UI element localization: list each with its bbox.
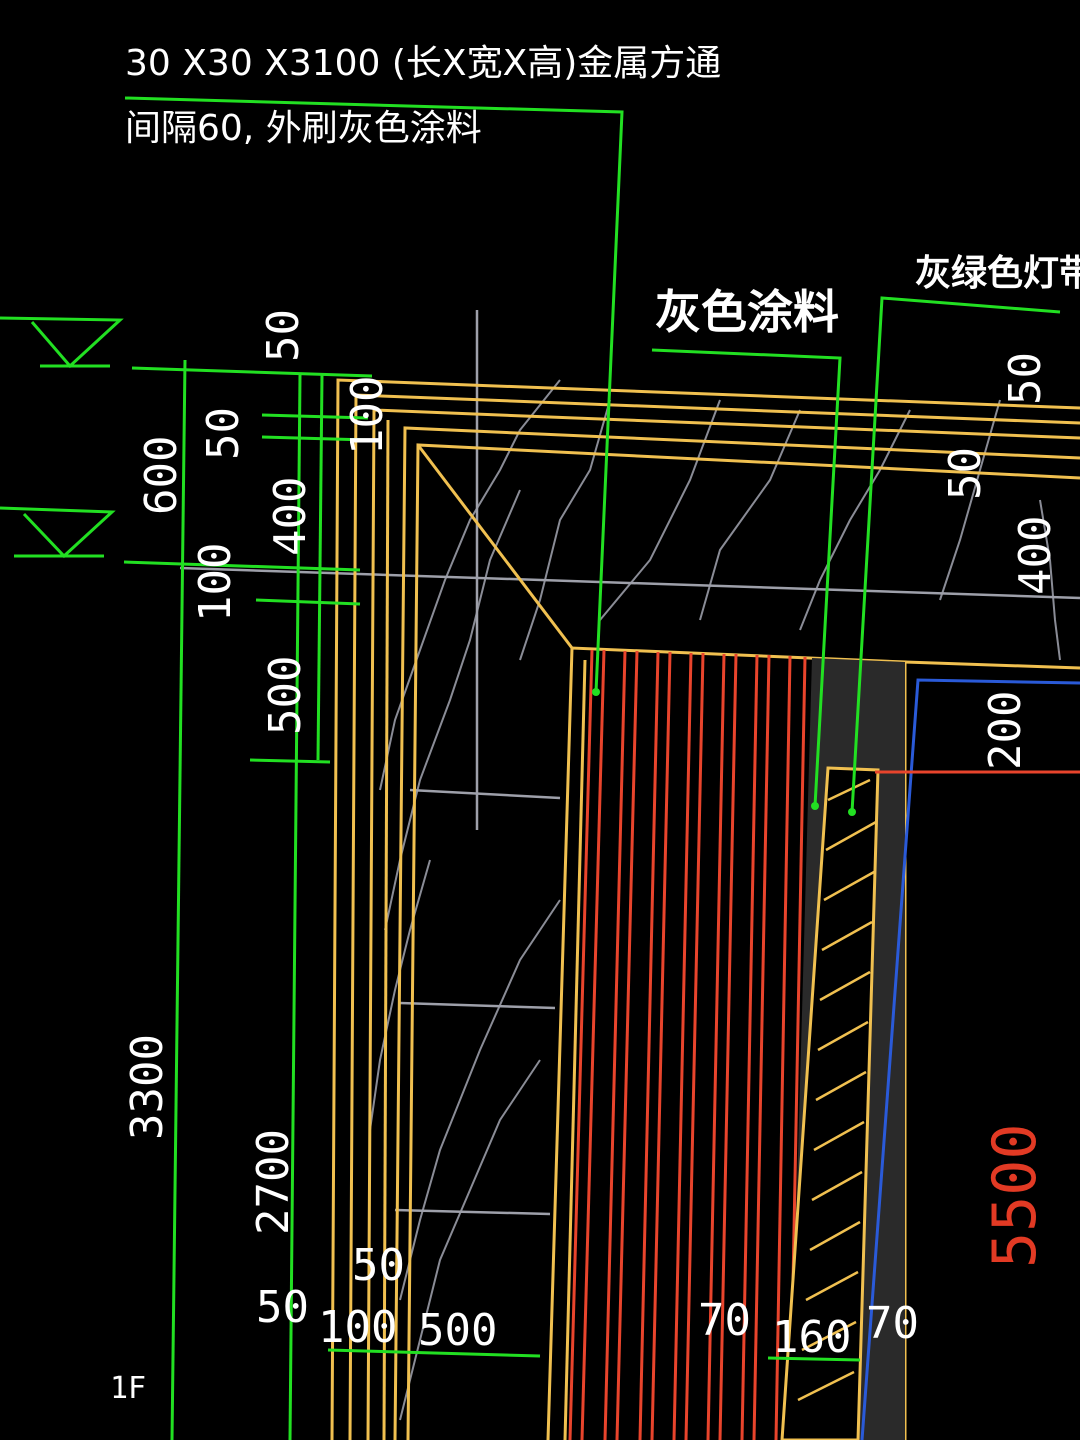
dim-50-right-top: 50 [1000, 352, 1051, 405]
tube-spec-note: 30 X30 X3100 (长X宽X高)金属方通 [125, 43, 721, 84]
dim-50-bottom-top: 50 [352, 1240, 405, 1291]
dim-160-bottom: 160 [772, 1312, 851, 1363]
light-strip-label: 灰绿色灯带 [915, 253, 1080, 294]
dimension-lines [123, 359, 861, 1440]
dim-400-left: 400 [265, 477, 316, 556]
tube-spacing-note: 间隔60, 外刷灰色涂料 [125, 108, 482, 149]
dim-50-top: 50 [258, 309, 309, 362]
dim-600: 600 [136, 436, 187, 515]
grid-lines [179, 310, 1080, 1216]
dim-500-bottom: 500 [418, 1305, 497, 1356]
right-edge [860, 678, 1080, 1440]
dim-100-inner: 100 [342, 376, 393, 455]
dim-70-bottom-a: 70 [698, 1295, 751, 1346]
wall-outlines [330, 378, 1080, 1440]
dim-50-left: 50 [198, 407, 249, 460]
dim-400-right: 400 [1010, 516, 1061, 595]
floor-label: 1F [110, 1371, 146, 1406]
marble-texture [369, 379, 1061, 1421]
leader-lines [124, 96, 1061, 816]
dim-100-left: 100 [190, 543, 241, 622]
dim-5500-right: 5500 [980, 1124, 1050, 1269]
dim-200-right: 200 [980, 691, 1031, 770]
dim-2700: 2700 [248, 1129, 299, 1235]
dim-70-bottom-b: 70 [866, 1298, 919, 1349]
level-markers [0, 316, 124, 559]
metal-tubes [568, 649, 807, 1440]
dim-500-left: 500 [260, 656, 311, 735]
dim-100-bottom: 100 [318, 1302, 397, 1353]
dim-50-right: 50 [940, 447, 991, 500]
grey-paint-label: 灰色涂料 [655, 285, 839, 339]
dim-3300: 3300 [122, 1034, 173, 1140]
dim-50-bottom: 50 [256, 1282, 309, 1333]
